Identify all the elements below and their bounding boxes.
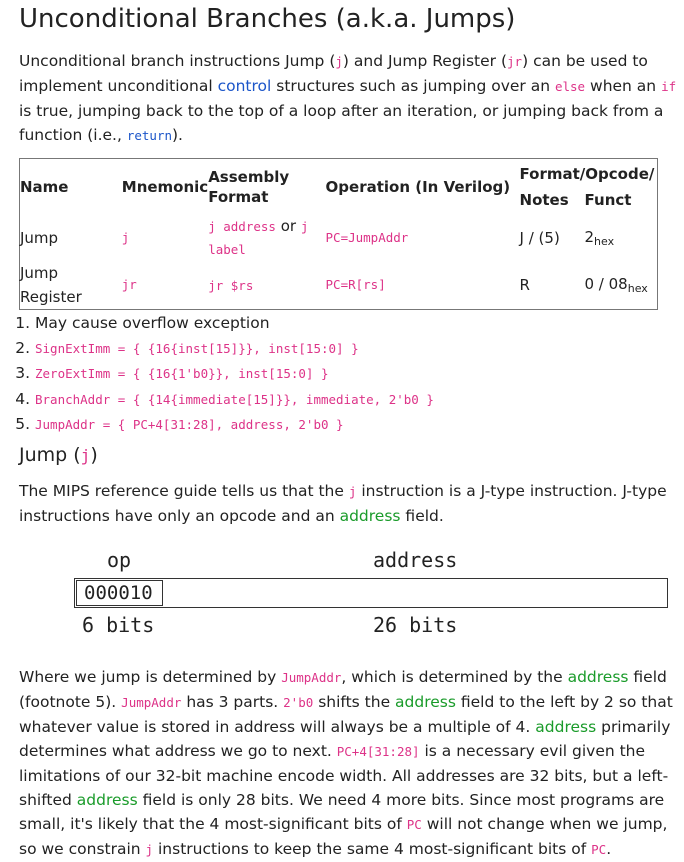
code-j: j: [145, 842, 154, 857]
intro-text: ) and Jump Register (: [342, 52, 508, 70]
row-funct: 2hex: [585, 215, 658, 261]
row-mnemonic: j: [121, 230, 130, 245]
header-operation: Operation (In Verilog): [325, 177, 511, 196]
intro-text: is true, jumping back to the top of a lo…: [19, 102, 664, 144]
code-jr: jr: [507, 54, 523, 69]
header-mnemonic: Mnemonic: [121, 177, 209, 196]
footnotes-list: May cause overflow exception SignExtImm …: [19, 311, 675, 438]
para-text: has 3 parts.: [181, 693, 284, 711]
code-jumpaddr: JumpAddr: [281, 670, 342, 685]
address-term: address: [395, 693, 456, 711]
funct-value: 2: [584, 227, 595, 246]
footnote-code: BranchAddr = { {14{immediate[15]}}, imme…: [35, 391, 434, 407]
op-field: 000010: [76, 580, 163, 606]
asm-part: j address: [208, 218, 276, 234]
para-text: Where we jump is determined by: [19, 668, 282, 686]
para-text: , which is determined by the: [341, 668, 568, 686]
code-jumpaddr: JumpAddr: [121, 695, 182, 710]
instruction-table: Name Mnemonic Assembly Format Operation …: [19, 158, 658, 310]
table-row: Jump Register jr jr $rs PC=R[rs] R 0 / 0…: [20, 261, 658, 310]
para-text: field is only 28 bits. We need 4 more bi…: [19, 791, 665, 833]
para-text: will not change when we jump, so we cons…: [19, 815, 668, 858]
code-2b0: 2'b0: [283, 695, 314, 710]
jump-heading-text: ): [90, 444, 98, 466]
para-text: .: [606, 840, 612, 858]
intro-text: when an: [585, 77, 662, 95]
header-format-line2: Notes Funct: [520, 187, 657, 213]
format-box: 000010: [74, 578, 668, 608]
address-term: address: [535, 718, 597, 736]
para-text: shifts the: [313, 693, 396, 711]
footnote-item: BranchAddr = { {14{immediate[15]}}, imme…: [35, 387, 675, 413]
header-format: Format/Opcode/ Notes Funct: [520, 159, 658, 215]
jump-text: The MIPS reference guide tells us that t…: [19, 482, 349, 500]
jump-heading-text: Jump (: [19, 444, 81, 466]
intro-text: structures such as jumping over an: [271, 77, 555, 95]
op-label: op: [107, 548, 132, 572]
header-format-line1: Format/Opcode/: [519, 164, 655, 183]
row-assembly: jr $rs: [208, 261, 325, 310]
footnote-item: JumpAddr = { PC+4[31:28], address, 2'b0 …: [35, 412, 675, 438]
jump-heading-code: j: [80, 446, 91, 465]
intro-text: ) can be used to implement unconditional: [19, 52, 648, 95]
row-format: R: [519, 275, 530, 294]
row-format: J / (5): [519, 228, 560, 247]
intro-paragraph: Unconditional branch instructions Jump (…: [19, 49, 679, 148]
footnote-item: SignExtImm = { {16{inst[15]}}, inst[15:0…: [35, 336, 675, 362]
row-operation: PC=R[rs]: [325, 277, 386, 292]
code-else: else: [554, 79, 586, 94]
footnote-code: ZeroExtImm = { {16{1'b0}}, inst[15:0] }: [35, 366, 329, 381]
code-j: j: [335, 54, 343, 69]
para-text: instructions to keep the same 4 most-sig…: [153, 840, 592, 858]
code-return: return: [126, 128, 172, 143]
address-label: address: [373, 548, 458, 572]
table-header-row: Name Mnemonic Assembly Format Operation …: [20, 159, 658, 215]
page-title: Unconditional Branches (a.k.a. Jumps): [19, 4, 516, 34]
funct-value: 0 / 08: [584, 274, 628, 293]
jumpaddr-paragraph: Where we jump is determined by JumpAddr,…: [19, 665, 679, 862]
address-term: address: [76, 791, 138, 809]
jump-text: field.: [400, 507, 444, 525]
intro-text: Unconditional branch instructions Jump (: [19, 52, 336, 70]
footnote-text: May cause overflow exception: [35, 314, 270, 332]
row-name: Jump: [20, 228, 59, 247]
funct-sub: hex: [594, 234, 615, 248]
address-term: address: [567, 668, 629, 686]
footnote-item: May cause overflow exception: [35, 311, 675, 336]
footnote-code: SignExtImm = { {16{inst[15]}}, inst[15:0…: [35, 340, 359, 356]
address-term: address: [339, 507, 401, 525]
asm-or: or: [275, 216, 301, 235]
row-assembly: j address or j label: [208, 215, 325, 261]
table-row: Jump j j address or j label PC=JumpAddr …: [20, 215, 658, 261]
footnote-item: ZeroExtImm = { {16{1'b0}}, inst[15:0] }: [35, 361, 675, 387]
asm-part: jr $rs: [208, 277, 254, 293]
code-pc4: PC+4[31:28]: [336, 744, 420, 759]
para-text: primarily determines what address we go …: [19, 718, 671, 760]
funct-sub: hex: [627, 281, 648, 295]
op-bits-label: 6 bits: [82, 613, 155, 637]
footnote-code: JumpAddr = { PC+4[31:28], address, 2'b0 …: [35, 417, 344, 432]
header-assembly: Assembly Format: [208, 167, 290, 206]
header-notes: Notes: [519, 190, 569, 209]
para-text: field to the left by 2 so that whatever …: [19, 693, 673, 736]
row-name: Jump Register: [20, 263, 82, 306]
code-j: j: [348, 484, 357, 499]
intro-text: ).: [172, 126, 183, 144]
code-pc: PC: [591, 842, 607, 857]
para-text: field (footnote 5).: [19, 668, 667, 711]
asm-part: j label: [208, 218, 309, 257]
jump-text: instruction is a J-type instruction. J-t…: [19, 482, 667, 525]
header-name: Name: [20, 177, 69, 196]
code-if: if: [661, 79, 677, 94]
jump-heading: Jump (j): [19, 444, 98, 466]
row-mnemonic: jr: [121, 277, 137, 292]
row-funct: 0 / 08hex: [585, 261, 658, 310]
code-pc: PC: [406, 817, 422, 832]
row-operation: PC=JumpAddr: [325, 230, 409, 245]
header-funct: Funct: [584, 190, 632, 209]
jump-paragraph: The MIPS reference guide tells us that t…: [19, 479, 679, 528]
address-bits-label: 26 bits: [373, 613, 458, 637]
para-text: is a necessary evil given the limitation…: [19, 742, 669, 809]
control-link[interactable]: control: [217, 77, 272, 95]
